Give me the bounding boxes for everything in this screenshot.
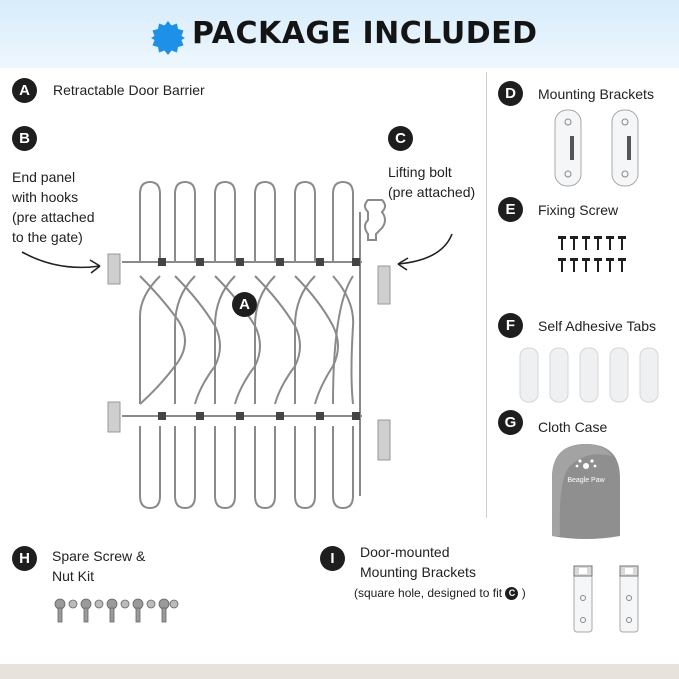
marker-b: B xyxy=(12,126,37,151)
label-retractable-door-barrier: Retractable Door Barrier xyxy=(53,82,205,98)
marker-c: C xyxy=(388,126,413,151)
adhesive-tabs-icon xyxy=(519,347,659,403)
cloth-case-icon: Beagle Paw xyxy=(552,444,620,539)
label-fixing-screw: Fixing Screw xyxy=(538,202,619,218)
label-end-panel-1: End panel xyxy=(12,169,76,185)
door-mounted-bracket-icon xyxy=(573,565,639,633)
gate-marker-a: A xyxy=(232,292,257,317)
label-end-panel-3: (pre attached xyxy=(12,209,95,225)
label-square-hole: (square hole, designed to fit xyxy=(354,586,503,600)
label-spare-screw-1: Spare Screw & xyxy=(52,548,146,564)
gate-illustration xyxy=(107,180,391,510)
label-door-mounted-1: Door-mounted xyxy=(360,544,450,560)
label-self-adhesive-tabs: Self Adhesive Tabs xyxy=(538,318,657,334)
inline-marker-c: C xyxy=(505,587,519,601)
case-brand-text: Beagle Paw xyxy=(567,477,605,484)
label-spare-screw-2: Nut Kit xyxy=(52,568,95,584)
label-lifting-bolt-1: Lifting bolt xyxy=(388,164,452,180)
page-title: PACKAGE INCLUDED xyxy=(192,16,538,51)
label-cloth-case: Cloth Case xyxy=(538,419,608,435)
mounting-bracket-icon xyxy=(554,109,639,187)
marker-g: G xyxy=(498,410,523,435)
bottom-strip xyxy=(0,664,679,679)
label-door-mounted-2: Mounting Brackets xyxy=(360,564,476,580)
label-close-paren: ) xyxy=(521,586,526,600)
label-door-mounted-3: (square hole, designed to fit C ) xyxy=(354,584,526,603)
label-end-panel-2: with hooks xyxy=(12,189,79,205)
spare-screw-icon xyxy=(54,598,179,623)
label-end-panel-4: to the gate) xyxy=(12,229,83,245)
label-mounting-brackets: Mounting Brackets xyxy=(538,86,654,102)
marker-d: D xyxy=(498,81,523,106)
marker-h: H xyxy=(12,546,37,571)
fixing-screw-icon xyxy=(558,236,626,272)
divider xyxy=(486,72,487,518)
header-banner xyxy=(0,0,679,68)
marker-i: I xyxy=(320,546,345,571)
arrow-c-icon xyxy=(397,233,453,271)
badge-icon xyxy=(151,21,185,55)
arrow-b-icon xyxy=(21,251,101,274)
marker-f: F xyxy=(498,313,523,338)
marker-a: A xyxy=(12,78,37,103)
label-lifting-bolt-2: (pre attached) xyxy=(388,184,476,200)
marker-e: E xyxy=(498,197,523,222)
